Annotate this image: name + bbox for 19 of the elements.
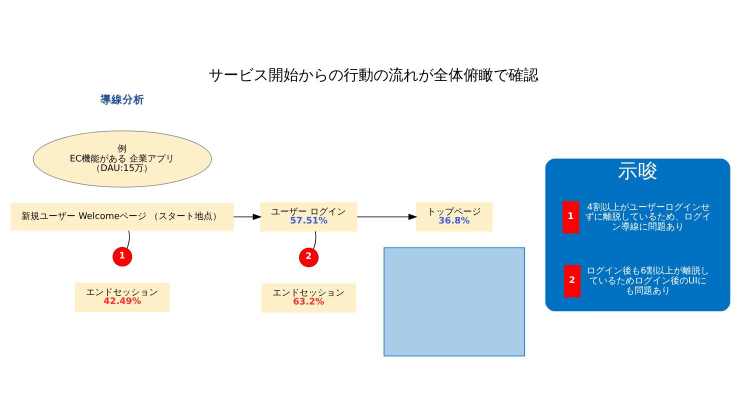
node-box: エンドセッション 42.49%: [75, 282, 170, 312]
connector: [313, 230, 316, 250]
diagram-title: サービス開始からの行動の流れが全体俯瞰で確認: [208, 66, 538, 84]
node-box: ユーザー ログイン 57.51%: [260, 202, 358, 232]
arrow: [356, 213, 418, 220]
label: 導線分析: [100, 94, 145, 106]
node-box: トップページ 36.8%: [416, 202, 493, 232]
node-box: 1: [562, 200, 580, 233]
node-box: [384, 246, 525, 356]
node-box: 新規ユーザー Welcomeページ （スタート地点）: [10, 202, 234, 230]
connector: [126, 230, 130, 248]
node-circle: 1: [112, 246, 132, 266]
node-ellipse: 例 EC機能がある 企業アプリ （DAU:15万）: [32, 130, 212, 188]
arrow: [233, 213, 262, 220]
node-circle: 2: [299, 247, 319, 267]
node-label: ログイン後も6割以上が離脱しているためログイン後のUIにも問題あり: [586, 266, 710, 296]
node-label: 4割以上がユーザーログインせずに離脱しているため、ログイン導線に問題あり: [585, 202, 712, 232]
node-box: エンドセッション 63.2%: [261, 282, 356, 312]
node-box: 2: [564, 264, 581, 297]
